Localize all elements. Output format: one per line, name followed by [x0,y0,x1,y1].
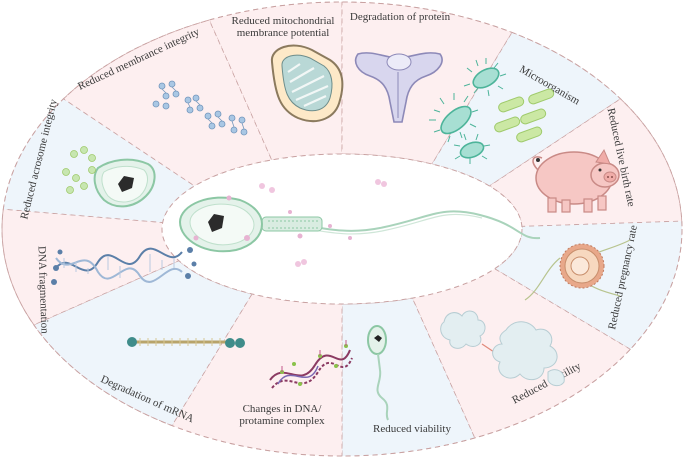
segment-label-line: Changes in DNA/ [243,403,323,415]
pig-icon [532,148,620,213]
dna-protamine-icon [269,340,353,389]
segment-label-line: protamine complex [239,415,325,427]
central-sperm-icon [178,179,541,267]
segment-label-line: Degradation of protein [350,11,451,23]
segment-label: DNA fragmentation [35,246,50,335]
microorganism-icon [429,58,555,164]
acrosome-icon [62,146,156,208]
protein-icon [354,52,443,123]
mrna-icon [127,337,245,348]
dna-helix-icon [51,247,197,285]
center-ellipse [161,153,523,305]
segment-label-line: membrance potential [237,27,330,39]
segment-label: Changes in DNA/protamine complex [239,403,325,427]
segment-label: Reduced viability [373,423,451,435]
segment-label-line: DNA fragmentation [35,246,50,335]
segment-label-line: Reduced mitochondrial [232,15,335,27]
oocyte-icon [524,239,631,301]
segment-label: Degradation of protein [350,11,451,23]
membrane-icon [152,80,248,136]
sperm-icon [367,325,389,421]
cell-fragments-icon [440,310,565,387]
segment-label-line: Reduced viability [373,423,451,435]
mitochondrion-icon [270,44,344,123]
